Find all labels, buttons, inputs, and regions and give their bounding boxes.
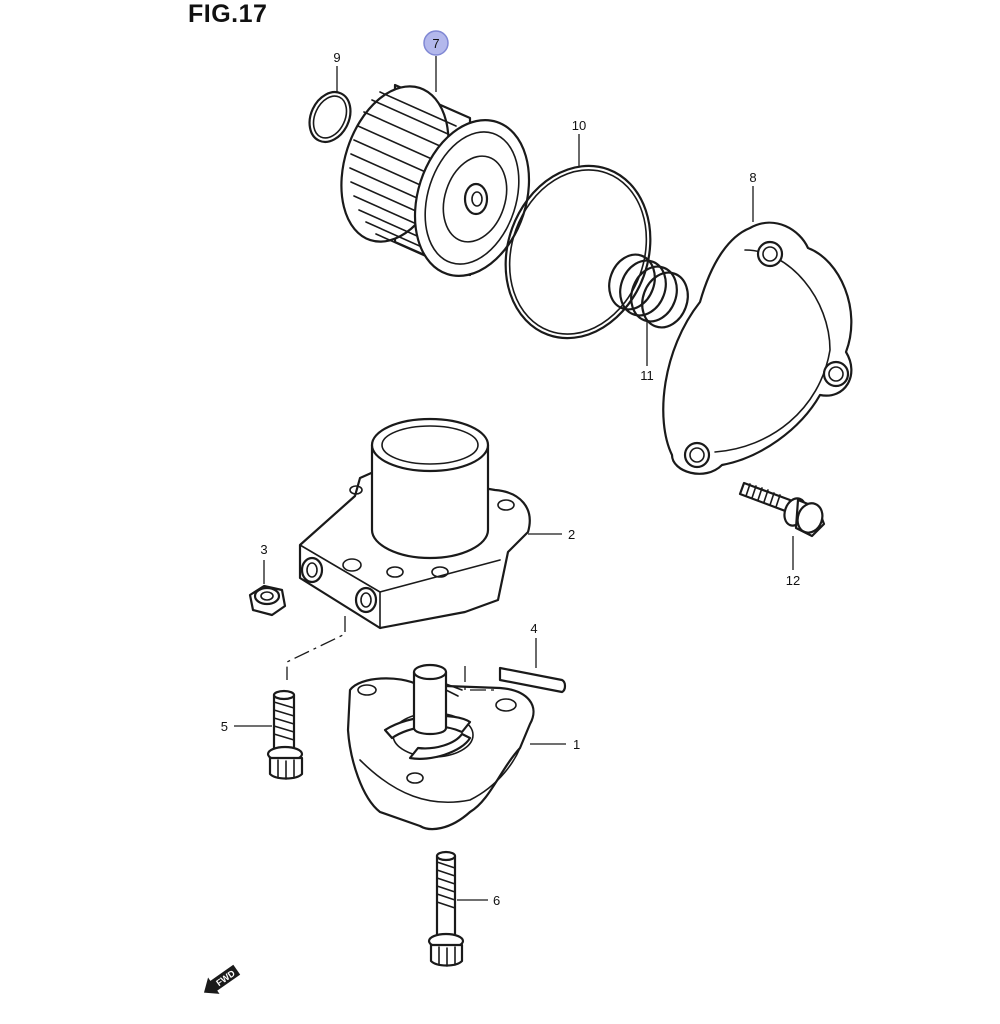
part-1-oil-pump[interactable] bbox=[346, 663, 535, 831]
part-callouts: 7 9 10 8 11 12 2 3 4 5 1 6 bbox=[221, 30, 800, 908]
part-5-bolt[interactable] bbox=[266, 689, 304, 780]
part-7-oil-filter[interactable] bbox=[323, 72, 548, 290]
part-6-long-bolt[interactable] bbox=[427, 850, 465, 967]
callout-10[interactable]: 10 bbox=[572, 118, 586, 133]
callout-3[interactable]: 3 bbox=[260, 542, 267, 557]
callout-2[interactable]: 2 bbox=[568, 527, 575, 542]
part-2-filter-body[interactable] bbox=[298, 417, 531, 630]
part-12-bolt[interactable] bbox=[738, 481, 826, 538]
callout-8[interactable]: 8 bbox=[749, 170, 756, 185]
callout-7-highlight[interactable] bbox=[423, 30, 449, 56]
callout-4[interactable]: 4 bbox=[530, 621, 537, 636]
callout-7[interactable]: 7 bbox=[432, 36, 439, 51]
part-8-filter-cap[interactable] bbox=[662, 221, 853, 475]
fwd-arrow-icon: FWD bbox=[203, 964, 241, 994]
callout-9[interactable]: 9 bbox=[333, 50, 340, 65]
leader-lines bbox=[234, 56, 794, 901]
part-3-plug[interactable] bbox=[248, 584, 287, 617]
part-11-spring[interactable] bbox=[602, 248, 695, 334]
callout-6[interactable]: 6 bbox=[493, 893, 500, 908]
callout-5[interactable]: 5 bbox=[221, 719, 228, 734]
figure-title: FIG.17 bbox=[188, 0, 268, 28]
part-9-o-ring[interactable] bbox=[302, 85, 358, 148]
part-4-pin[interactable] bbox=[498, 666, 567, 694]
callout-1[interactable]: 1 bbox=[573, 737, 580, 752]
callout-12[interactable]: 12 bbox=[786, 573, 800, 588]
callout-11[interactable]: 11 bbox=[640, 368, 654, 383]
